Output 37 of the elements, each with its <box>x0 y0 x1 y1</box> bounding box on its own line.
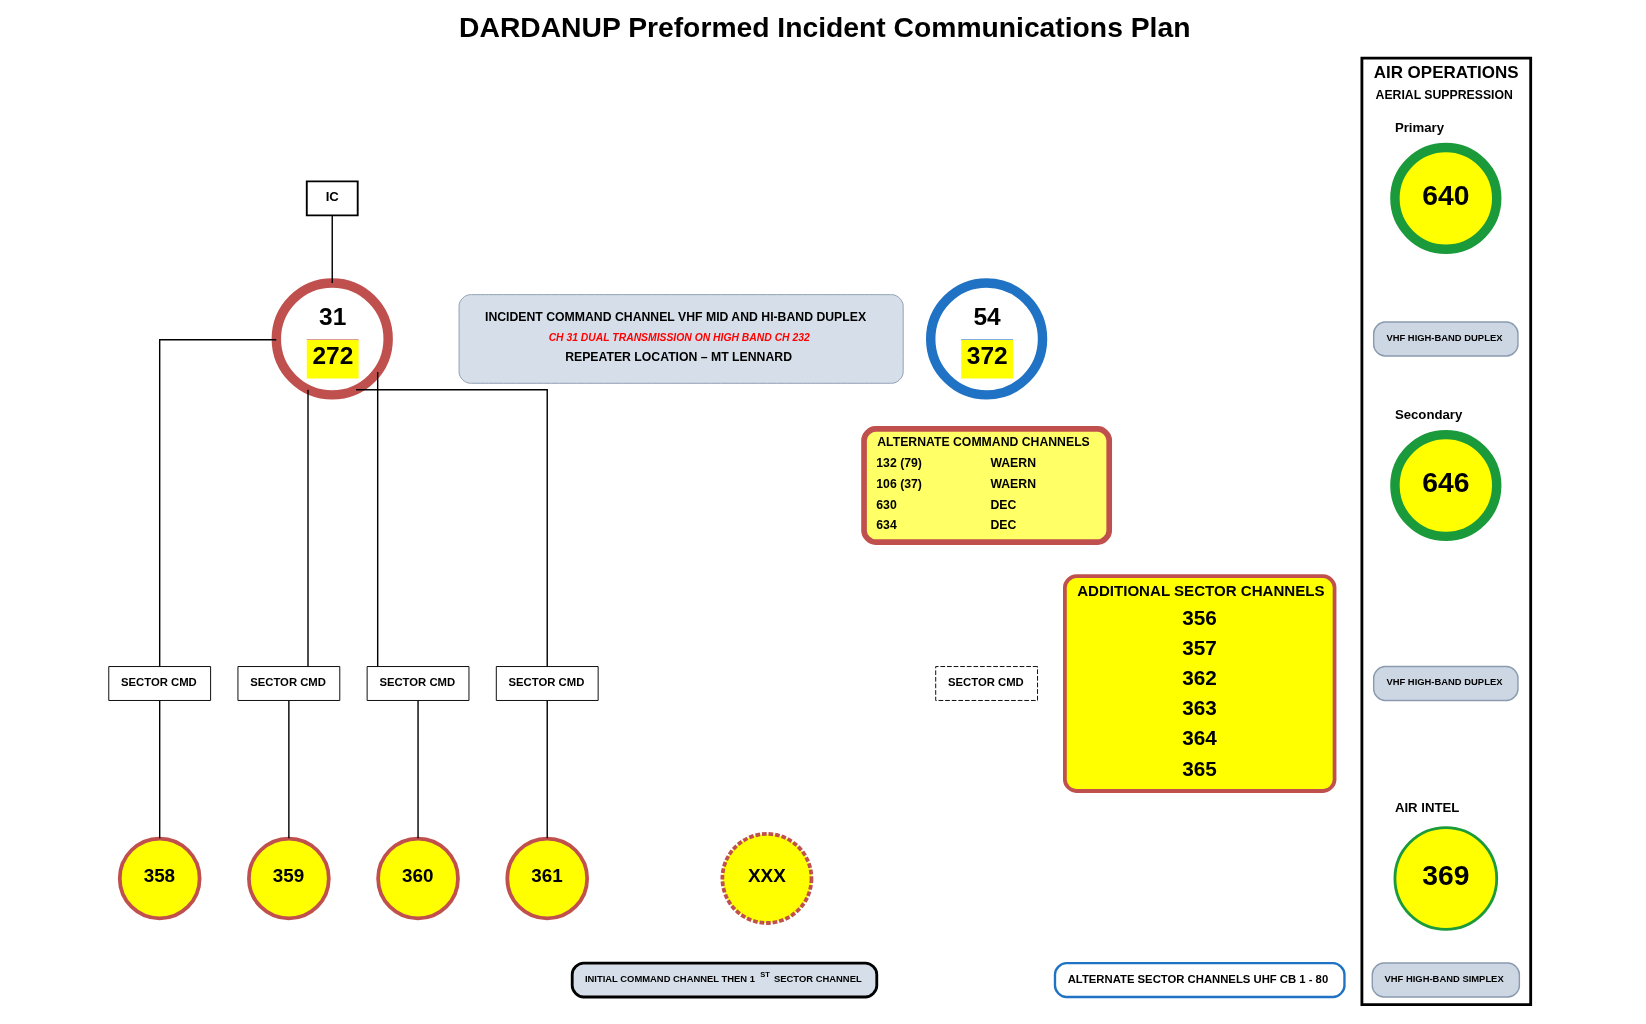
node-box: SECTOR CMD <box>934 666 1038 701</box>
node-label: Primary <box>1394 119 1444 135</box>
node-box: ALTERNATE SECTOR CHANNELS UHF CB 1 - 80 <box>1053 961 1346 999</box>
diagram-title: DARDANUP Preformed Incident Communications Plan <box>458 11 1190 44</box>
node-box: IC <box>305 180 359 217</box>
node-circle: 359 <box>246 836 331 921</box>
node-box: SECTOR CMD <box>237 666 340 701</box>
connector <box>158 700 160 840</box>
node-circle: 54 372 <box>925 278 1047 400</box>
node-box: SECTOR CMD <box>495 666 599 701</box>
node-circle: 369 <box>1393 826 1498 931</box>
node-circle: XXX <box>720 832 813 925</box>
connector <box>331 214 333 284</box>
node-circle: 31 272 <box>271 278 393 400</box>
node-box: ALTERNATE COMMAND CHANNELS 132 (79) WAERN 106 (37) WAERN 630 DEC 634 DEC <box>860 426 1112 545</box>
node-box: SECTOR CMD <box>366 666 469 701</box>
connector <box>287 700 290 840</box>
node-box: SECTOR CMD <box>107 666 211 701</box>
node-box: INCIDENT COMMAND CHANNEL VHF MID AND HI-BAND DUPLEX CH 31 DUAL TRANSMISSION ON HIGH BAND CH 232 REPEATER LOCATION – MT LENNARD <box>458 294 904 384</box>
node-box: VHF HIGH-BAND DUPLEX <box>1372 665 1519 702</box>
node-circle: 361 <box>504 836 589 921</box>
node-circle: 358 <box>117 836 201 921</box>
node-label: Secondary <box>1394 406 1462 422</box>
node-label: AIR INTEL <box>1394 799 1459 815</box>
connector <box>416 700 419 840</box>
node-circle: 640 <box>1389 142 1501 254</box>
connector <box>546 700 548 840</box>
connector <box>158 339 277 668</box>
node-box: VHF HIGH-BAND SIMPLEX <box>1371 962 1520 998</box>
node-circle: 646 <box>1389 429 1501 542</box>
node-box: VHF HIGH-BAND DUPLEX <box>1372 321 1519 357</box>
node-box: INITIAL COMMAND CHANNEL THEN 1$^{ST}$ SECTOR CHANNEL <box>570 961 878 999</box>
connector <box>354 389 548 668</box>
connector <box>306 389 309 668</box>
connector <box>376 371 378 667</box>
node-circle: 360 <box>375 836 460 921</box>
node-box: ADDITIONAL SECTOR CHANNELS 356 357 362 363 364 365 <box>1062 574 1336 793</box>
